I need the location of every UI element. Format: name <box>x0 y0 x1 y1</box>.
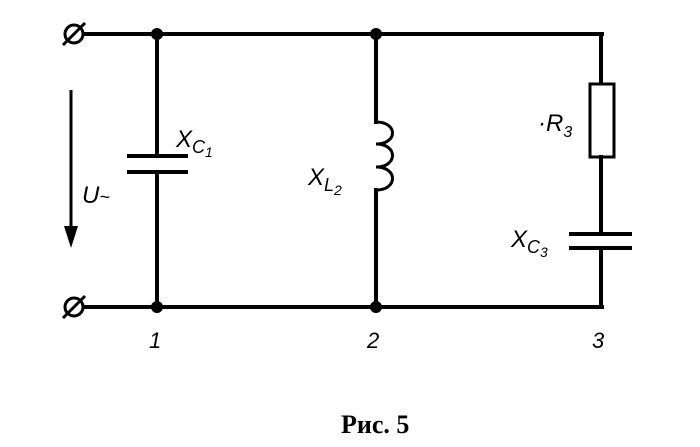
resistor-r3 <box>588 82 616 159</box>
junction-dot <box>370 301 382 313</box>
capacitor-c1 <box>127 154 188 174</box>
label-voltage: U~ <box>82 182 110 209</box>
capacitor-c3 <box>569 232 632 250</box>
label-xc3: XC3 <box>510 226 548 260</box>
label-xc1: XC1 <box>175 126 213 160</box>
junction-dot <box>370 28 382 40</box>
junction-dot <box>151 28 163 40</box>
inductor-l2 <box>375 120 394 192</box>
junction-dot <box>151 301 163 313</box>
figure-caption: Рис. 5 <box>341 410 409 439</box>
branch-number-3: 3 <box>592 328 605 353</box>
voltage-arrow <box>64 90 78 248</box>
label-r3: ·R3 <box>538 110 572 141</box>
label-xl2: XL2 <box>307 164 342 198</box>
branch-number-1: 1 <box>149 328 161 353</box>
input-terminal-bottom <box>61 294 87 320</box>
branch-number-2: 2 <box>366 328 379 353</box>
input-terminal-top <box>61 21 87 47</box>
